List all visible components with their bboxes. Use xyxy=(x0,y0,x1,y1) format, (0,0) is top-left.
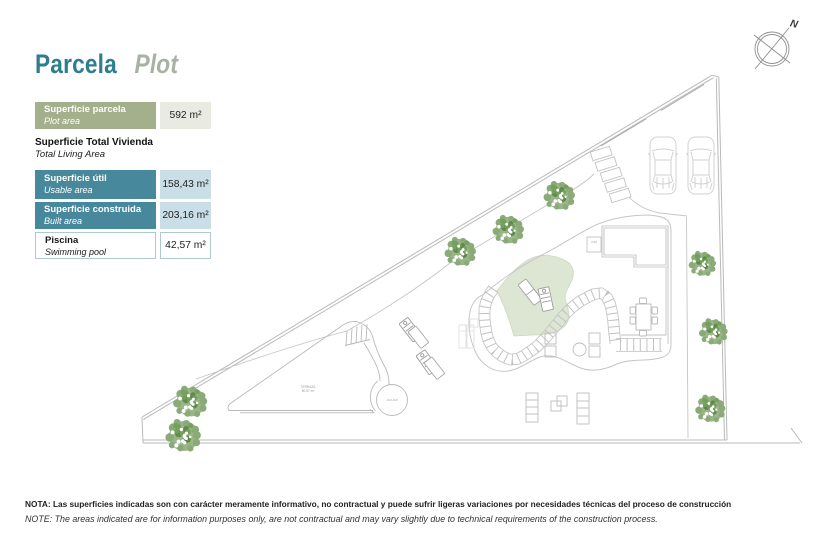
svg-text:2.60: 2.60 xyxy=(591,240,597,244)
svg-text:50,57 m²: 50,57 m² xyxy=(302,389,315,393)
svg-text:JACUZZI: JACUZZI xyxy=(386,398,398,402)
svg-text:TERRAZA: TERRAZA xyxy=(301,385,317,389)
svg-text:N: N xyxy=(789,17,800,31)
